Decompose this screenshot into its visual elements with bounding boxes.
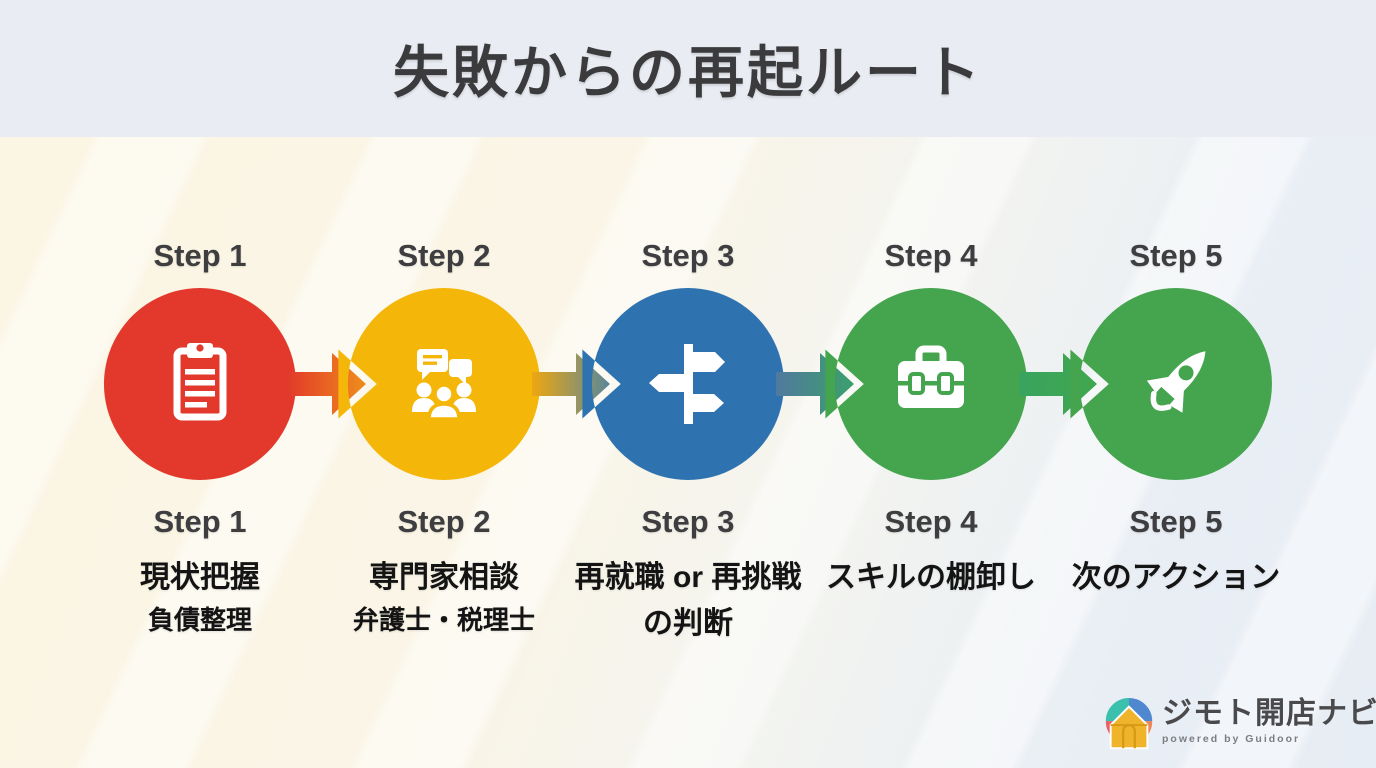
step3-label-line2: の判断 bbox=[643, 607, 733, 640]
step1-top-label: Step 1 bbox=[153, 238, 247, 273]
step1-label: 現状把握 bbox=[140, 561, 260, 594]
step5-bottom-label: Step 5 bbox=[1129, 504, 1223, 539]
step4-top-label: Step 4 bbox=[884, 238, 978, 273]
step3-label: 再就職 or 再挑戦 bbox=[574, 561, 802, 594]
step2-bottom-label: Step 2 bbox=[397, 504, 491, 539]
step3-bottom-label: Step 3 bbox=[641, 504, 735, 539]
page-title: 失敗からの再起ルート bbox=[393, 41, 983, 104]
step5-top-label: Step 5 bbox=[1129, 238, 1223, 273]
step2-circle-shape bbox=[338, 288, 540, 480]
step5-circle bbox=[1070, 288, 1272, 480]
step1-bottom-label: Step 1 bbox=[153, 504, 247, 539]
step2-circle bbox=[338, 288, 540, 480]
step4-circle bbox=[825, 288, 1027, 480]
rocket-icon bbox=[1146, 351, 1206, 413]
step4-label: スキルの棚卸し bbox=[826, 561, 1036, 594]
brand-logo: ジモト開店ナビ powered by Guidoor bbox=[1100, 696, 1376, 756]
step5-label: 次のアクション bbox=[1071, 561, 1281, 594]
step3-circle bbox=[582, 288, 784, 480]
brand-logo-icon bbox=[1105, 697, 1153, 750]
consultation-icon bbox=[412, 349, 476, 421]
step2-label: 専門家相談 bbox=[369, 561, 519, 594]
step4-bottom-label: Step 4 bbox=[884, 504, 978, 539]
step2-top-label: Step 2 bbox=[397, 238, 491, 273]
clipboard-icon bbox=[173, 343, 227, 421]
step3-top-label: Step 3 bbox=[641, 238, 735, 273]
powered-by-text: powered by Guidoor bbox=[1162, 733, 1301, 745]
signpost-icon bbox=[649, 344, 725, 424]
step2-sublabel: 弁護士・税理士 bbox=[352, 605, 535, 635]
step1-sublabel: 負債整理 bbox=[147, 605, 252, 635]
step1-circle bbox=[103, 288, 296, 480]
toolbox-icon bbox=[898, 345, 964, 408]
title-band: 失敗からの再起ルート bbox=[0, 0, 1376, 137]
brand-name: ジモト開店ナビ bbox=[1162, 697, 1376, 730]
